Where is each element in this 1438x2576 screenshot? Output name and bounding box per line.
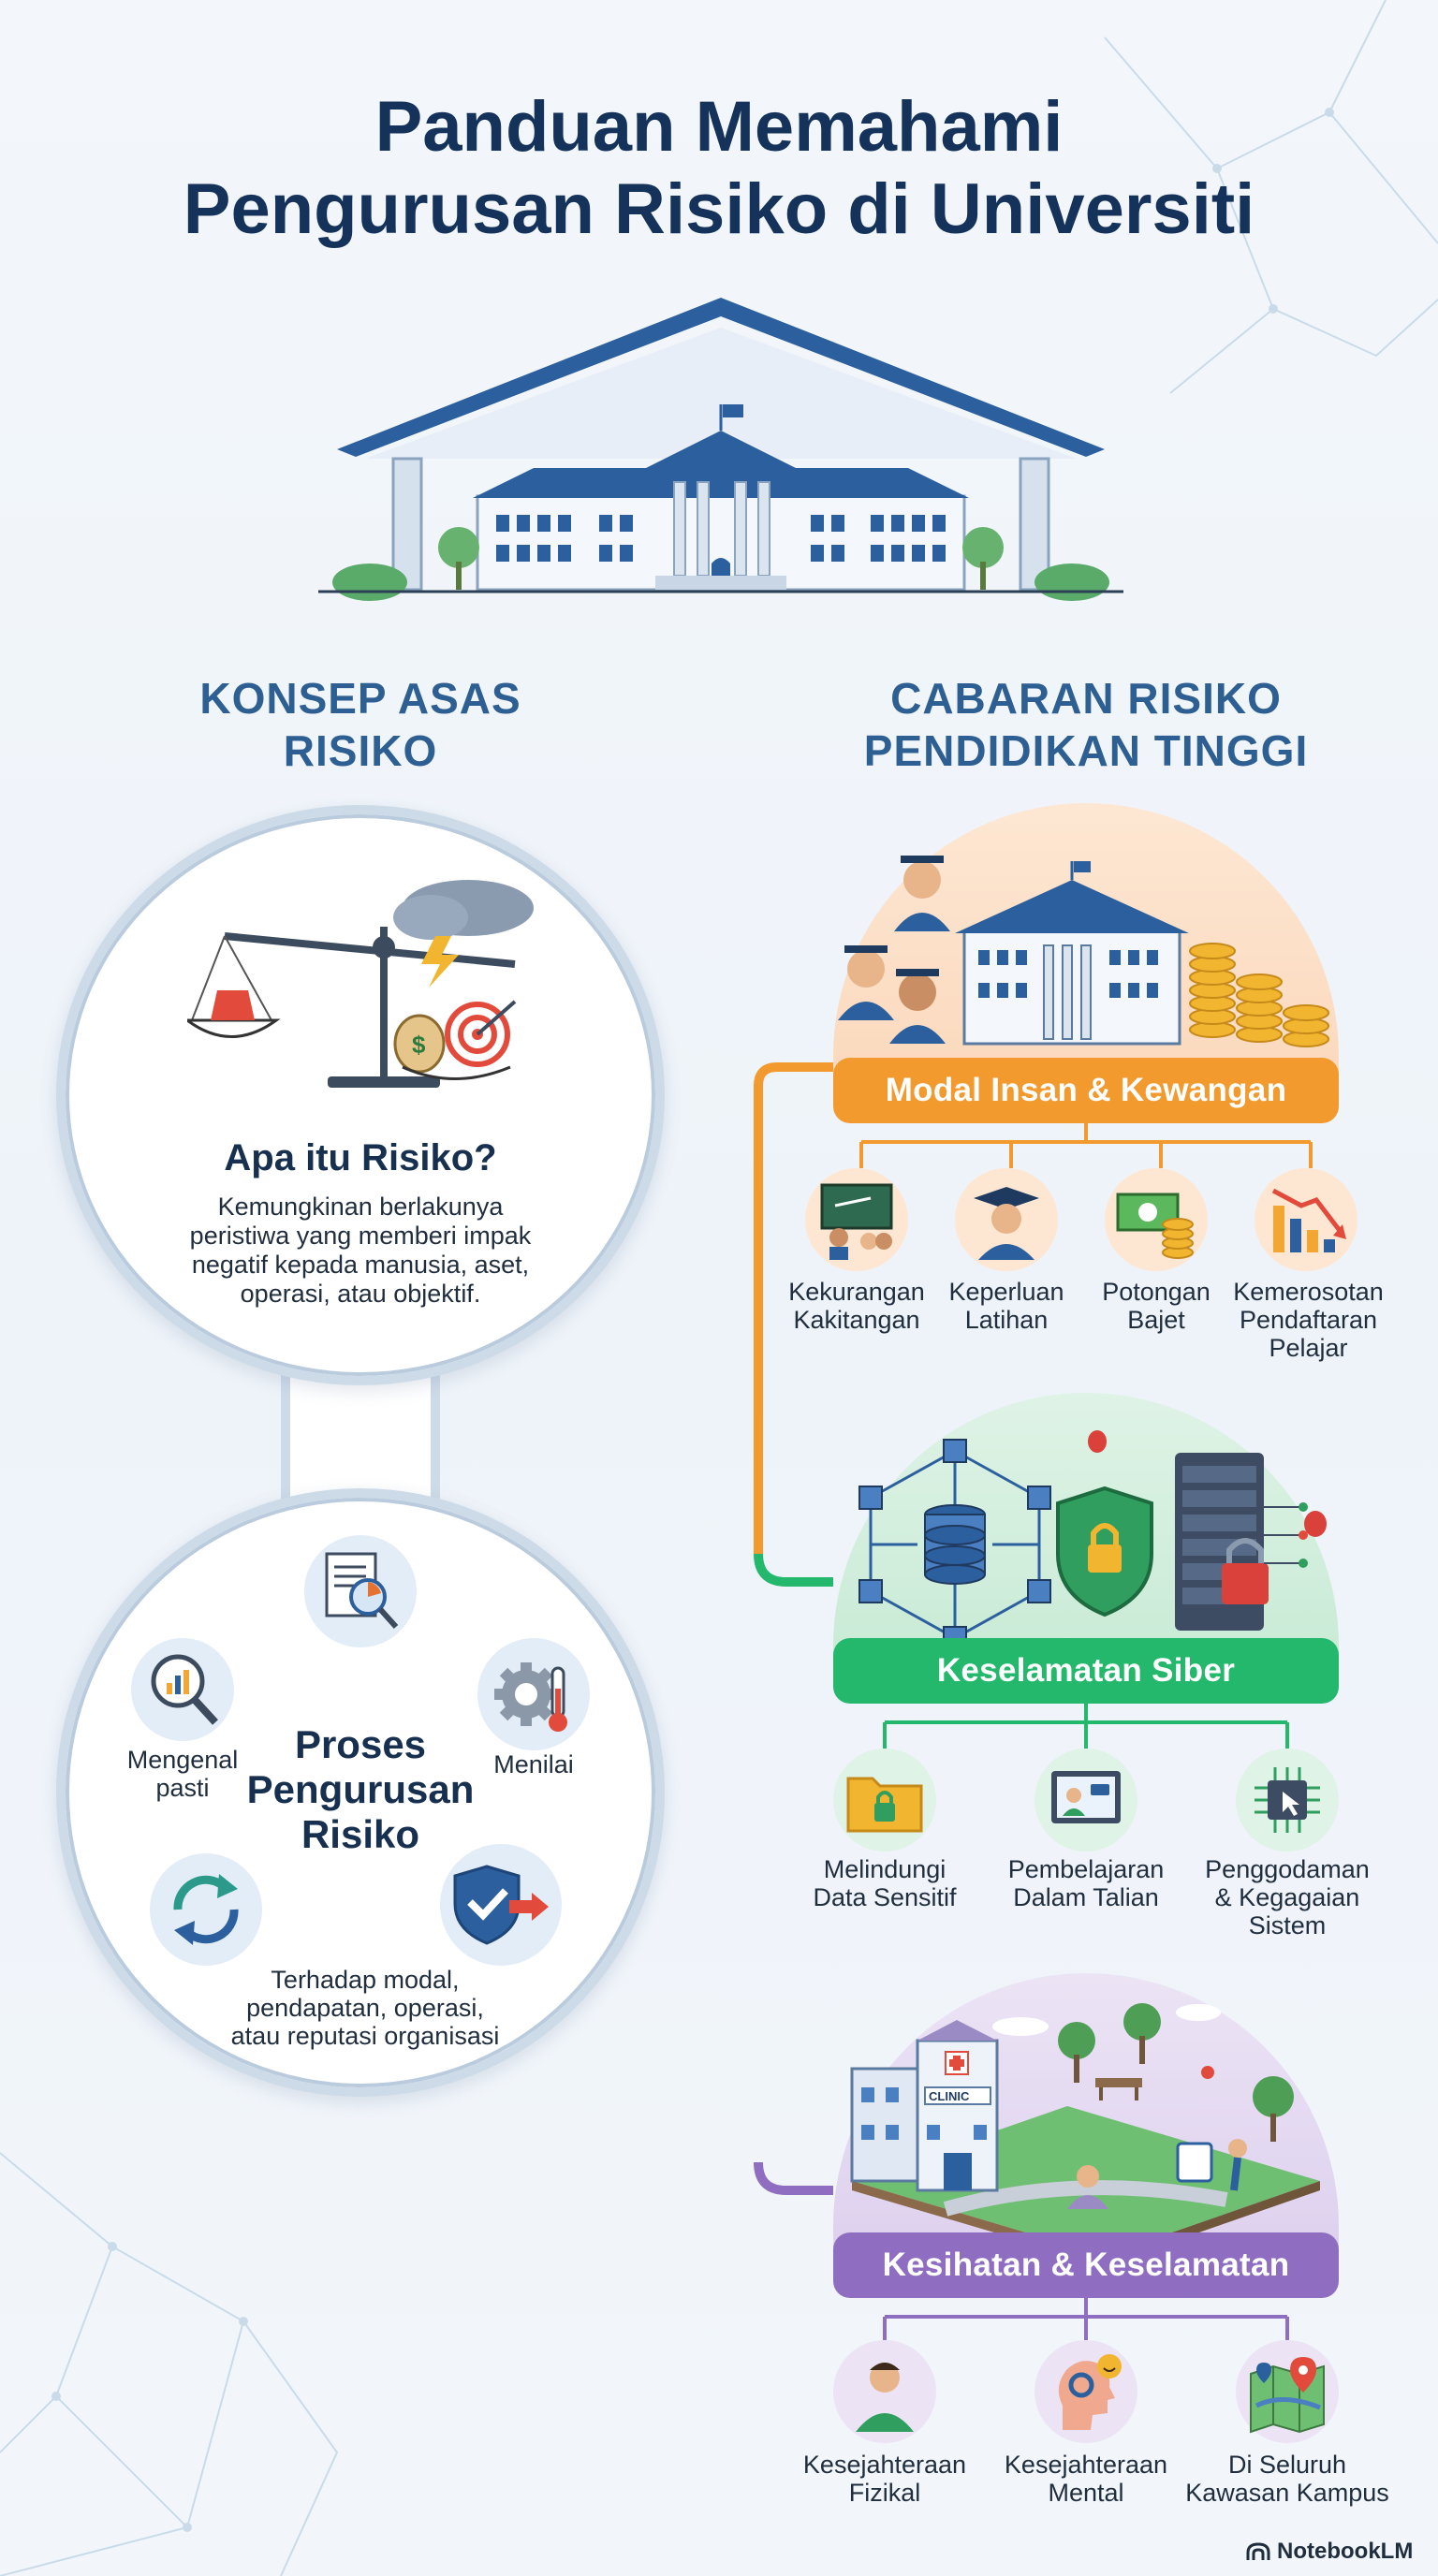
campus-finance-illustration [838,856,1329,1047]
health-branch-lines [883,2298,1289,2340]
identify-label: Mengenal pasti [126,1746,239,1802]
basic-concept-heading-line1: KONSEP ASAS [199,674,521,723]
system-hack-label: Penggodaman & Kegagaian Sistem [1205,1855,1370,1939]
magnifier-chart-icon [131,1638,234,1741]
section-connector-lines [754,1062,833,2195]
page-title-line1: Panduan Memahami [374,87,1064,167]
notebooklm-badge: NotebookLM [1245,2539,1413,2565]
process-note-line: Terhadap modal, [271,1966,460,1994]
physical-wellbeing-label: Kesejahteraan Fizikal [802,2451,967,2507]
campus-wide-label: Di Seluruh Kawasan Kampus [1185,2451,1389,2507]
what-is-risk-heading: Apa itu Risiko? [224,1137,497,1178]
map-icon [1236,2340,1339,2443]
presentation-icon [805,1168,908,1271]
what-is-risk-circle: $ Apa itu Risiko? Kemungkinan berlakunya… [56,805,665,1385]
page-title-line2: Pengurusan Risiko di Universiti [183,169,1255,249]
page-title: Panduan Memahami Pengurusan Risiko di Un… [0,86,1438,251]
process-note-line: pendapatan, operasi, [246,1994,484,2022]
process-title: Proses Pengurusan Risiko [225,1722,496,1857]
document-analysis-icon [304,1535,417,1647]
cyber-security-banner: Keselamatan Siber [833,1638,1339,1704]
university-building-illustration [318,298,1123,601]
locked-folder-icon [833,1749,936,1852]
notebooklm-label: NotebookLM [1277,2539,1414,2564]
challenges-heading-line1: CABARAN RISIKO [890,674,1282,723]
clinic-sign: CLINIC [929,2089,970,2103]
hacked-chip-icon [1236,1749,1339,1852]
protect-data-label: Melindungi Data Sensitif [813,1855,957,1911]
budget-cut-label: Potongan Bajet [1102,1278,1211,1334]
graduate-icon [955,1168,1058,1271]
enrollment-decline-label: Kemerosotan Pendaftaran Pelajar [1233,1278,1384,1362]
online-learning-label: Pembelajaran Dalam Talian [1007,1855,1165,1911]
campus-health-illustration: CLINIC [850,2003,1320,2265]
risk-definition-line: negatif kepada manusia, aset, [191,1251,530,1279]
svg-text:$: $ [412,1031,426,1059]
notebooklm-logo-icon [1246,2542,1270,2560]
cyber-branch-lines [883,1704,1289,1749]
process-title-line: Risiko [301,1812,420,1856]
decline-chart-icon [1255,1168,1357,1271]
cyber-network-illustration [858,1430,1327,1647]
staff-shortage-label: Kekurangan Kakitangan [788,1278,925,1334]
process-note-line: atau reputasi organisasi [230,2022,500,2050]
process-note: Terhadap modal, pendapatan, operasi, ata… [169,1966,562,2050]
challenges-heading-line2: PENDIDIKAN TINGGI [863,726,1309,775]
money-icon [1105,1168,1208,1271]
basic-concept-heading: KONSEP ASAS RISIKO [150,672,571,777]
challenges-heading: CABARAN RISIKO PENDIDIKAN TINGGI [824,672,1348,777]
basic-concept-heading-line2: RISIKO [283,726,438,775]
what-is-risk-text: Apa itu Risiko? Kemungkinan berlakunya p… [66,1137,655,1309]
gear-thermometer-icon [477,1638,590,1750]
mental-wellbeing-label: Kesejahteraan Mental [1004,2451,1168,2507]
assess-label: Menilai [493,1750,574,1778]
process-title-line: Proses [294,1722,427,1766]
health-safety-banner: Kesihatan & Keselamatan [833,2232,1339,2298]
online-learning-icon [1034,1749,1137,1852]
risk-definition-line: peristiwa yang memberi impak [189,1222,532,1250]
risk-process-circle: Mengenal pasti Menilai Proses Pengurusan… [56,1488,665,2097]
process-title-line: Pengurusan [246,1767,475,1811]
risk-definition-line: Kemungkinan berlakunya [217,1193,504,1221]
scale-risk-icon: $ [187,880,534,1088]
mind-icon [1034,2340,1137,2443]
training-needs-label: Keperluan Latihan [948,1278,1064,1334]
person-icon [833,2340,936,2443]
risk-definition-line: operasi, atau objektif. [240,1280,481,1308]
human-capital-branch-lines [859,1123,1313,1168]
cycle-arrows-icon [150,1853,262,1966]
human-capital-banner: Modal Insan & Kewangan [833,1058,1339,1123]
shield-check-icon [440,1844,562,1966]
